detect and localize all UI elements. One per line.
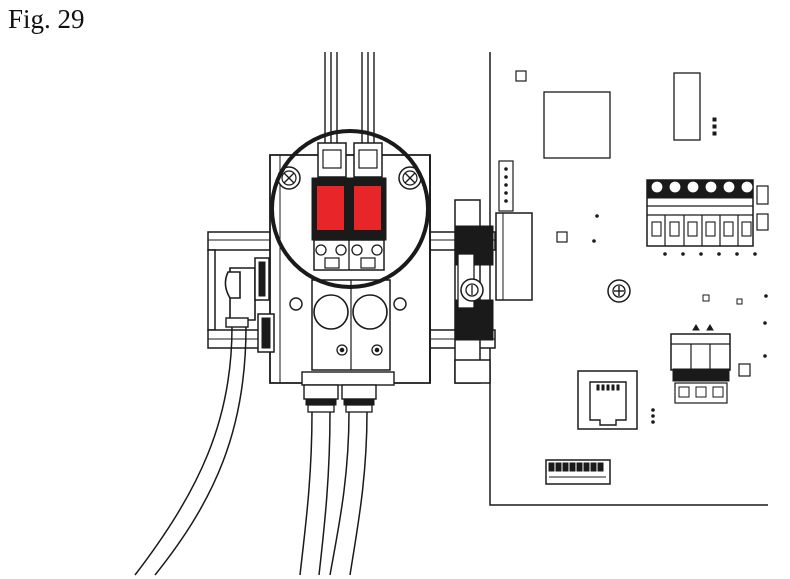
figure-title: Fig. 29 (8, 4, 85, 34)
air-tubes-bottom (299, 411, 368, 576)
circuit-board (489, 52, 769, 506)
board-component (673, 72, 701, 141)
valve-ports (311, 279, 391, 371)
network-jack (577, 370, 655, 430)
solenoid-cables (324, 52, 375, 150)
highlight-circle (270, 129, 430, 289)
manifold-screw-left (277, 166, 301, 190)
elbow-fitting (224, 257, 275, 353)
board-screw (607, 279, 631, 303)
bottom-fittings (303, 384, 377, 413)
terminal-block (646, 179, 769, 256)
manifold-screw-right (398, 166, 422, 190)
board-connector (495, 212, 533, 301)
air-tube-left (134, 326, 247, 576)
dip-switch (545, 459, 611, 485)
board-led (515, 70, 527, 82)
highlighted-solenoid-right (354, 186, 381, 230)
solenoid-valves (311, 142, 387, 271)
highlighted-solenoid-left (317, 186, 344, 230)
mounting-clip (454, 199, 494, 384)
small-terminal (670, 324, 751, 404)
processor-chip (543, 91, 611, 159)
